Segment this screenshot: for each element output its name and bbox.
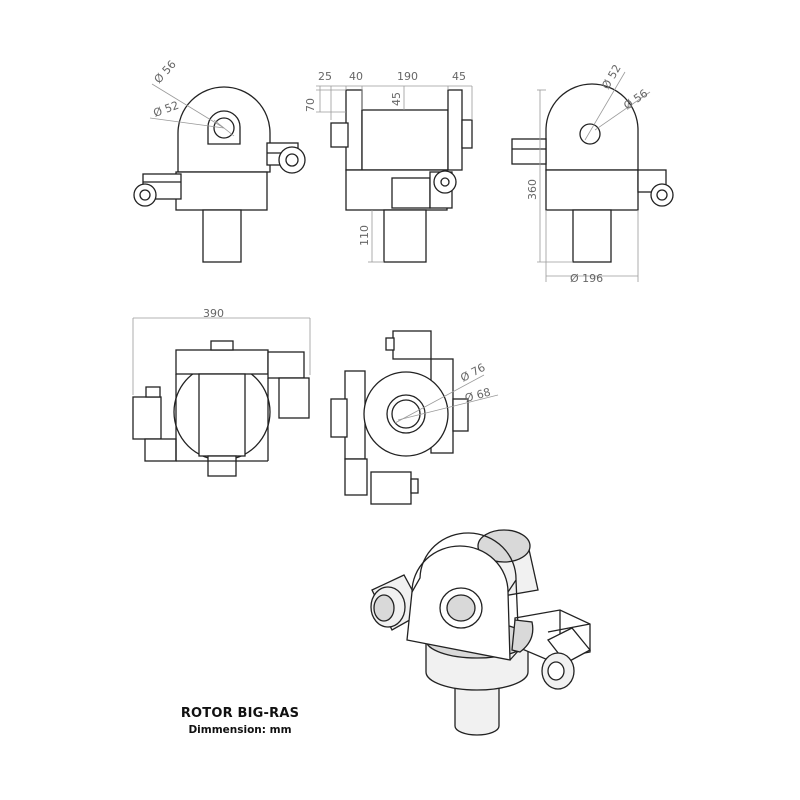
dim-360: 360 [526,179,539,200]
side-view-right: Ø 52 Ø 56 360 Ø 196 [511,62,674,285]
dim-45-vertical: 45 [390,92,403,106]
dim-25: 25 [318,70,332,83]
top-view-left: 390 [132,307,311,477]
drawing-subtitle: Dimmension: mm [188,724,292,736]
title-block: ROTOR BIG-RAS Dimmension: mm [150,706,330,736]
dim-dia-68: Ø 68 [463,386,492,405]
dim-outer-dia-left: Ø 56 [152,58,179,86]
side-view-left: Ø 56 Ø 52 [133,58,306,263]
dim-70: 70 [304,98,317,112]
dim-dia-52-right: Ø 52 [599,62,623,91]
dim-390: 390 [203,307,224,320]
dim-190: 190 [397,70,418,83]
drawing-title: ROTOR BIG-RAS [180,706,300,721]
dim-40: 40 [349,70,363,83]
dim-dia-196: Ø 196 [570,272,603,285]
dim-inner-dia-left: Ø 52 [152,99,181,120]
front-view: 25 40 190 45 70 45 110 [304,70,473,263]
isometric-view [370,529,592,736]
dim-45: 45 [452,70,466,83]
top-view-right: Ø 76 Ø 68 [330,330,499,505]
dim-dia-56-right: Ø 56 [621,87,650,113]
dim-110: 110 [358,225,371,246]
